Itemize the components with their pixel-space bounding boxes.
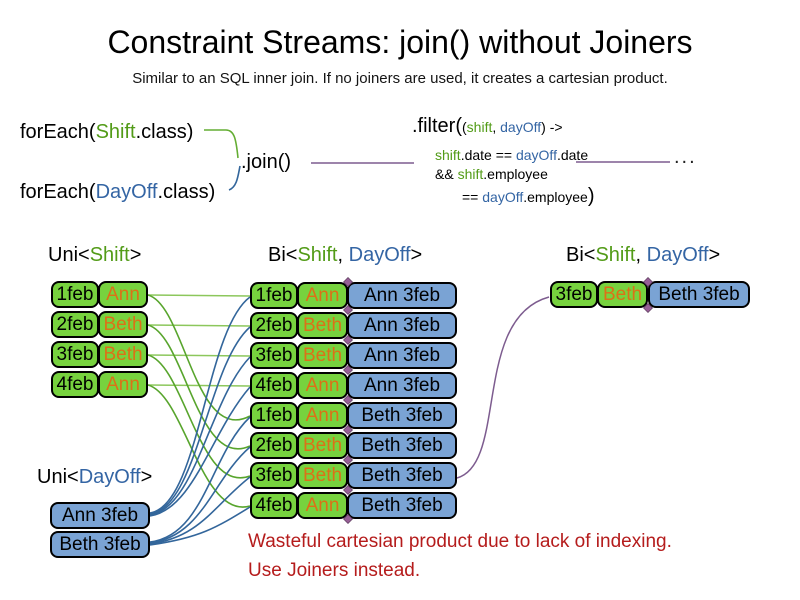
dayoff-type-token: DayOff: [348, 244, 411, 266]
bi-date-cell: 1feb: [250, 282, 298, 309]
shift-param-token: shift: [457, 166, 484, 182]
bi-dayoff-cell: Ann 3feb: [347, 342, 457, 369]
dayoff-cell: Ann 3feb: [50, 502, 150, 529]
bi-date-cell: 4feb: [250, 372, 298, 399]
bi-dayoff-cell: Beth 3feb: [347, 492, 457, 519]
foreach-brace-lines: [204, 129, 241, 191]
header-text: >: [410, 244, 423, 266]
uni-dayoff-header: Uni<DayOff>: [37, 466, 152, 489]
dayoff-type-token: DayOff: [646, 244, 709, 266]
bi-dayoff-cell: Beth 3feb: [347, 402, 457, 429]
header-text: Bi<: [268, 244, 298, 266]
code-text: .filter(: [412, 115, 462, 137]
continuation-ellipsis: ...: [674, 146, 697, 168]
shift-connector-lines: [147, 294, 251, 508]
code-join-call: .join(): [241, 151, 292, 173]
header-text: ,: [337, 244, 349, 266]
bi-dayoff-cell: Ann 3feb: [347, 312, 457, 339]
code-text: .class): [157, 181, 216, 203]
code-text: forEach(: [20, 181, 96, 203]
shift-type-token: Shift: [297, 244, 338, 266]
warning-note-line1: Wasteful cartesian product due to lack o…: [248, 531, 672, 552]
filter-line-2: shift.date == dayOff.date: [435, 147, 595, 164]
shift-date-cell: 4feb: [51, 371, 99, 398]
bi-employee-cell: Ann: [297, 282, 348, 309]
filter-line-3: && shift.employee: [435, 166, 595, 183]
header-text: >: [129, 244, 142, 266]
code-text: ): [587, 185, 595, 207]
bi-employee-cell: Beth: [297, 432, 348, 459]
join-purple-lines: [311, 161, 670, 479]
bi-dayoff-cell: Ann 3feb: [347, 282, 457, 309]
code-text: ==: [462, 189, 483, 205]
shift-type-token: Shift: [595, 244, 636, 266]
warning-note: Wasteful cartesian product due to lack o…: [248, 527, 672, 585]
page-title: Constraint Streams: join() without Joine…: [107, 24, 693, 60]
shift-employee-cell: Ann: [98, 371, 148, 398]
shift-date-cell: 3feb: [51, 341, 99, 368]
code-foreach-dayoff: forEach(DayOff.class): [20, 181, 215, 204]
bi-employee-cell: Ann: [297, 492, 348, 519]
bi-date-cell: 2feb: [250, 312, 298, 339]
shift-employee-cell: Ann: [98, 281, 148, 308]
filter-line-1: .filter((shift, dayOff) ->: [412, 114, 595, 139]
uni-shift-header: Uni<Shift>: [48, 244, 141, 267]
dayoff-param-token: dayOff: [482, 189, 524, 205]
bi-employee-cell: Ann: [297, 402, 348, 429]
bi-employee-cell: Ann: [297, 372, 348, 399]
warning-note-line2: Use Joiners instead.: [248, 560, 421, 581]
shift-param-token: shift: [466, 119, 493, 135]
dayoff-type-token: DayOff: [78, 466, 141, 488]
header-text: Uni<: [48, 244, 90, 266]
dayoff-cell: Beth 3feb: [50, 531, 150, 558]
shift-employee-cell: Beth: [98, 341, 148, 368]
bi-employee-cell: Beth: [297, 342, 348, 369]
dayoff-class-token: DayOff: [95, 181, 158, 203]
shift-type-token: Shift: [89, 244, 130, 266]
code-text: ) ->: [541, 119, 563, 135]
code-text: (: [462, 119, 467, 135]
code-text: .date ==: [460, 147, 516, 163]
bi-date-cell: 3feb: [250, 342, 298, 369]
bi-main-header: Bi<Shift, DayOff>: [268, 244, 422, 267]
bi-result-header: Bi<Shift, DayOff>: [566, 244, 720, 267]
code-text: .employee: [523, 189, 588, 205]
bi-date-cell: 2feb: [250, 432, 298, 459]
code-foreach-shift: forEach(Shift.class): [20, 121, 193, 144]
bi-dayoff-cell: Beth 3feb: [347, 462, 457, 489]
code-text: forEach(: [20, 121, 96, 143]
code-text: .class): [135, 121, 194, 143]
result-employee-cell: Beth: [597, 281, 648, 308]
dayoff-param-token: dayOff: [500, 119, 542, 135]
shift-employee-cell: Beth: [98, 311, 148, 338]
code-filter-lambda: .filter((shift, dayOff) -> shift.date ==…: [412, 114, 595, 208]
code-text: ,: [492, 119, 501, 135]
header-text: Uni<: [37, 466, 79, 488]
header-text: ,: [635, 244, 647, 266]
code-text: .employee: [483, 166, 548, 182]
header-text: >: [708, 244, 721, 266]
shift-date-cell: 1feb: [51, 281, 99, 308]
shift-date-cell: 2feb: [51, 311, 99, 338]
page-subtitle: Similar to an SQL inner join. If no join…: [132, 70, 668, 87]
bi-date-cell: 3feb: [250, 462, 298, 489]
shift-class-token: Shift: [95, 121, 136, 143]
result-date-cell: 3feb: [550, 281, 598, 308]
header-text: Bi<: [566, 244, 596, 266]
dayoff-connector-lines: [149, 296, 251, 546]
bi-date-cell: 4feb: [250, 492, 298, 519]
bi-employee-cell: Beth: [297, 312, 348, 339]
header-text: >: [140, 466, 153, 488]
dayoff-param-token: dayOff: [515, 147, 557, 163]
code-text: &&: [435, 166, 458, 182]
filter-line-4: == dayOff.employee): [462, 185, 595, 208]
code-text: .date: [556, 147, 589, 163]
result-dayoff-cell: Beth 3feb: [648, 281, 750, 308]
shift-param-token: shift: [435, 147, 461, 163]
bi-dayoff-cell: Beth 3feb: [347, 432, 457, 459]
bi-date-cell: 1feb: [250, 402, 298, 429]
bi-dayoff-cell: Ann 3feb: [347, 372, 457, 399]
bi-employee-cell: Beth: [297, 462, 348, 489]
